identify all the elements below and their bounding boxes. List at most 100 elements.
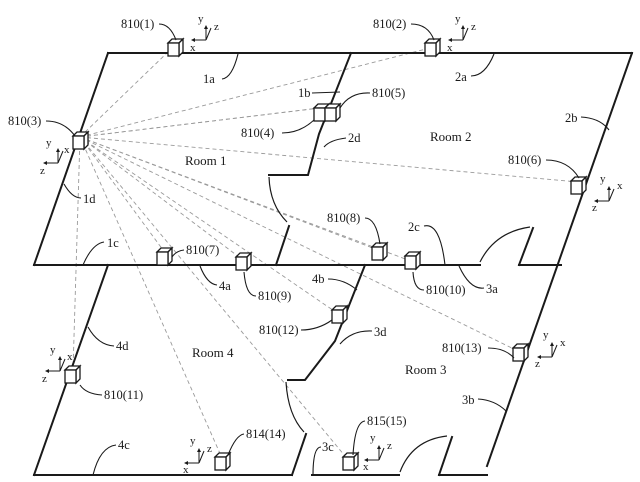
- sensor-cube-icon: [167, 38, 184, 57]
- wall-1d: [32, 51, 110, 267]
- device-label: 810(12): [259, 323, 299, 337]
- leader: [158, 23, 177, 41]
- leader: [364, 217, 381, 245]
- axis-label-y: y: [543, 329, 549, 341]
- device-810-12[interactable]: 810(12): [259, 305, 348, 337]
- sensor-cube-icon: [424, 38, 441, 57]
- axes-icon: [190, 24, 212, 43]
- wall-label-1a: 1a: [203, 72, 215, 86]
- device-810-2[interactable]: 810(2) y z x: [373, 13, 476, 57]
- sight-line: [79, 136, 164, 251]
- wall-label-2d: 2d: [348, 131, 361, 145]
- sensor-cube-icon: [404, 251, 421, 270]
- leader: [339, 330, 373, 345]
- axis-label-y: y: [50, 344, 56, 356]
- device-810-8[interactable]: 810(8): [327, 211, 388, 261]
- device-810-3[interactable]: 810(3) y x z: [8, 114, 89, 177]
- wall-label-3d: 3d: [374, 325, 387, 339]
- wall-3c-jamb: [290, 432, 308, 477]
- device-810-5[interactable]: 810(5): [324, 86, 405, 122]
- device-815-15[interactable]: 815(15) y z x: [342, 414, 407, 473]
- sensor-cube-icon: [214, 452, 231, 471]
- room-2-label: Room 2: [430, 129, 472, 144]
- leader: [311, 91, 341, 94]
- wall-1b-2d: [268, 51, 353, 176]
- axes-icon: [42, 147, 64, 166]
- leader: [339, 92, 371, 109]
- device-810-6[interactable]: 810(6) y x z: [508, 153, 623, 214]
- leader: [352, 420, 366, 456]
- device-label: 810(9): [258, 289, 291, 303]
- sight-line: [72, 136, 81, 371]
- sight-line: [79, 136, 351, 463]
- sensor-cube-icon: [570, 176, 587, 195]
- door-jamb-room2: [517, 226, 535, 267]
- wall-1b-2d-lower: [274, 224, 291, 267]
- sight-lines: [72, 47, 579, 463]
- axis-label-x: x: [617, 180, 623, 192]
- sensor-cube-icon: [371, 242, 388, 261]
- axes-icon: [536, 341, 558, 360]
- leader: [477, 398, 507, 412]
- axes-icon: [593, 185, 615, 204]
- sight-line: [79, 136, 379, 251]
- device-label: 810(11): [104, 388, 143, 402]
- device-810-9[interactable]: 810(9): [235, 252, 291, 303]
- axis-label-x: x: [447, 42, 453, 54]
- axis-label-y: y: [190, 435, 196, 447]
- device-810-4[interactable]: 810(4): [241, 103, 330, 140]
- device-810-7[interactable]: 810(7): [156, 243, 219, 266]
- wall-label-4b: 4b: [312, 272, 325, 286]
- door-jamb-room3: [437, 435, 454, 477]
- wall-label-3b: 3b: [462, 393, 475, 407]
- device-label: 810(1): [121, 17, 154, 31]
- device-label: 810(4): [241, 126, 274, 140]
- wall-label-4c: 4c: [118, 438, 130, 452]
- sensor-cube-icon: [342, 452, 359, 471]
- axis-label-x: x: [64, 144, 70, 156]
- device-814-14[interactable]: 814(14) y z x: [183, 427, 286, 476]
- door-arc-room2: [479, 226, 531, 263]
- leader: [79, 384, 103, 396]
- device-label: 810(7): [186, 243, 219, 257]
- sensor-cube-icon: [512, 343, 529, 362]
- leader: [82, 241, 105, 266]
- device-label: 815(15): [367, 414, 407, 428]
- device-810-10[interactable]: 810(10): [404, 251, 466, 297]
- device-label: 814(14): [246, 427, 286, 441]
- leader: [171, 249, 185, 258]
- axis-label-z: z: [42, 373, 47, 385]
- room-3-label: Room 3: [405, 362, 447, 377]
- leader: [412, 271, 425, 291]
- device-label: 810(10): [426, 283, 466, 297]
- wall-label-4d: 4d: [116, 339, 129, 353]
- sensor-cube-icon: [156, 247, 173, 266]
- sight-line: [79, 105, 337, 138]
- leader: [410, 23, 435, 41]
- leader: [199, 265, 218, 286]
- wall-2b-3b: [485, 51, 634, 468]
- axes-icon: [44, 355, 66, 374]
- wall-labels: 1a 1b 1c 1d 2a 2b 2c 2d 3a 3b 3c 3d 4a 4…: [63, 53, 610, 476]
- leader: [243, 271, 257, 297]
- device-810-11[interactable]: 810(11) y x z: [42, 344, 143, 402]
- device-810-1[interactable]: 810(1) y z x: [121, 13, 219, 57]
- leader: [487, 347, 515, 359]
- axis-label-y: y: [198, 13, 204, 25]
- leader: [227, 433, 245, 456]
- axis-label-z: z: [387, 440, 392, 452]
- axis-label-x: x: [190, 42, 196, 54]
- axis-label-x: x: [183, 464, 189, 476]
- room-4-label: Room 4: [192, 345, 234, 360]
- sensor-cube-icon: [235, 252, 252, 271]
- axis-label-z: z: [592, 202, 597, 214]
- axis-label-z: z: [214, 21, 219, 33]
- leader: [312, 446, 322, 476]
- device-label: 810(6): [508, 153, 541, 167]
- device-810-13[interactable]: 810(13) y x z: [442, 329, 566, 370]
- leader: [87, 326, 115, 347]
- wall-label-1b: 1b: [298, 86, 311, 100]
- leader: [281, 119, 315, 134]
- device-label: 810(2): [373, 17, 406, 31]
